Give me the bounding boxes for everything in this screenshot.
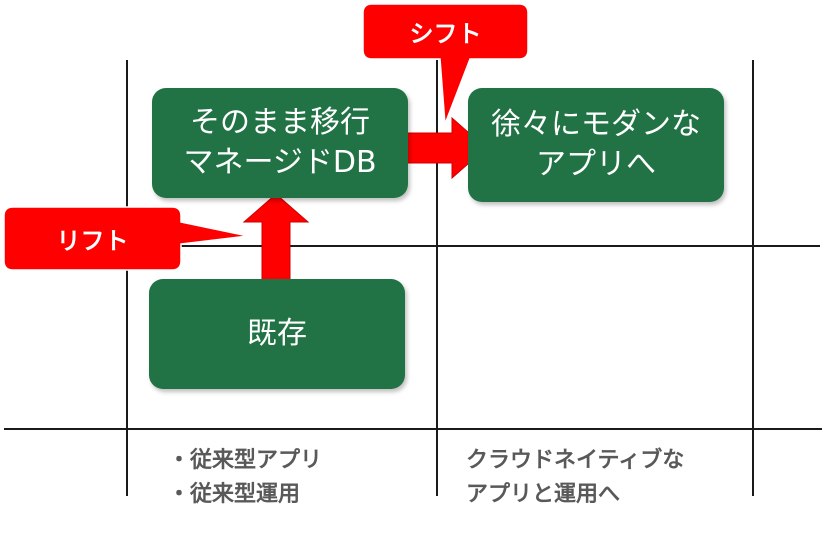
grid-line-horizontal-bottom [4, 428, 822, 430]
grid-line-vertical-1-lower [126, 428, 128, 496]
lift-callout-label: リフト [56, 227, 129, 255]
modern-box-line2: アプリへ [536, 147, 656, 182]
grid-line-vertical-3 [752, 60, 754, 496]
shift-callout-shape [362, 3, 529, 125]
caption-legacy: ・従来型アプリ ・従来型運用 [168, 444, 322, 512]
caption-cloud-native-line2: アプリと運用へ [466, 482, 621, 507]
existing-box-label: 既存 [247, 316, 307, 351]
lift-arrow [242, 193, 310, 281]
caption-cloud-native: クラウドネイティブな アプリと運用へ [466, 444, 684, 512]
caption-cloud-native-line1: クラウドネイティブな [466, 448, 685, 473]
grid-line-vertical-2 [436, 60, 438, 496]
rehost-box-line2: マネージドDB [183, 145, 377, 180]
shift-callout-label: シフト [409, 20, 482, 48]
existing-box: 既存 [149, 279, 405, 389]
grid-line-horizontal-mid [180, 245, 820, 247]
rehost-box-line1: そのまま移行 [190, 105, 370, 140]
caption-legacy-line2: ・従来型運用 [168, 482, 301, 507]
modern-box-line1: 徐々にモダンな [491, 107, 701, 142]
modern-box: 徐々にモダンな アプリへ [468, 88, 724, 202]
caption-legacy-line1: ・従来型アプリ [168, 448, 323, 473]
lift-callout-shape [3, 206, 249, 271]
rehost-box: そのまま移行 マネージドDB [152, 88, 408, 198]
